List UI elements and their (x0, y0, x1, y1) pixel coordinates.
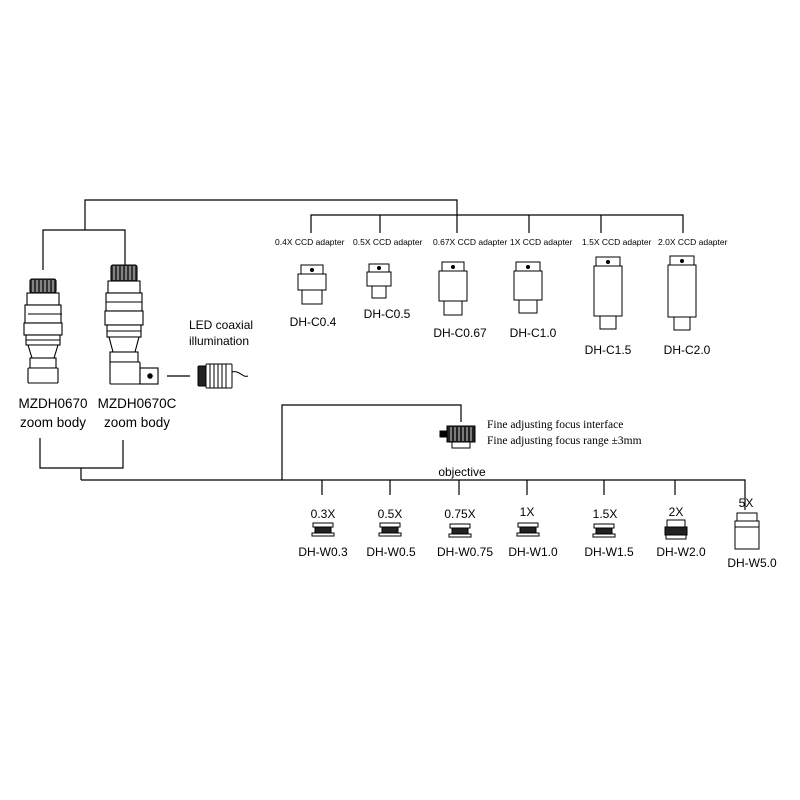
objective-code-1: DH-W0.5 (366, 545, 416, 559)
body-bracket-bottom (39, 438, 124, 469)
objective-0-75 (448, 523, 472, 538)
objective-mag-4: 1.5X (593, 507, 618, 521)
labels: LED coaxial illumination MZDH0670 zoom b… (18, 237, 777, 570)
objective-mag-2: 0.75X (444, 507, 475, 521)
body-left-caption: zoom body (20, 415, 86, 430)
ccd-adapter-1-0 (513, 261, 543, 314)
objective-mag-3: 1X (520, 505, 535, 519)
objective-code-4: DH-W1.5 (584, 545, 634, 559)
ccd-adapter-0-4 (297, 264, 327, 305)
ccd-code-0: DH-C0.4 (290, 315, 337, 329)
body-bracket-top (42, 229, 126, 270)
ccd-adapter-2-0 (667, 255, 697, 331)
objective-mag-5: 2X (669, 505, 684, 519)
objective-5-0 (734, 512, 760, 550)
ccd-adapter-0-67 (438, 261, 468, 316)
focus-interface (439, 425, 476, 449)
ccd-title-4: 1.5X CCD adapter (582, 237, 652, 247)
objective-0-3 (311, 522, 335, 537)
focus-line2: Fine adjusting focus range ±3mm (487, 435, 642, 447)
objective-mag-0: 0.3X (311, 507, 336, 521)
ccd-code-5: DH-C2.0 (664, 343, 711, 357)
objective-1-0 (516, 522, 540, 537)
focus-connector (281, 404, 462, 480)
objective-label: objective (438, 465, 486, 479)
objective-code-0: DH-W0.3 (298, 545, 348, 559)
zoom-body-right (104, 264, 159, 385)
ccd-code-1: DH-C0.5 (364, 307, 411, 321)
adapter-branch-bar (310, 214, 684, 233)
ccd-title-0: 0.4X CCD adapter (275, 237, 345, 247)
top-connector (84, 199, 458, 230)
body-right-model: MZDH0670C (98, 396, 177, 411)
objective-branch-bar (81, 479, 746, 510)
focus-line1: Fine adjusting focus interface (487, 419, 623, 431)
objective-0-5 (378, 522, 402, 537)
ccd-adapter-0-5 (366, 263, 392, 299)
ccd-title-3: 1X CCD adapter (510, 237, 573, 247)
connector-lines (39, 199, 746, 510)
objective-code-3: DH-W1.0 (508, 545, 558, 559)
objective-2-0 (664, 519, 688, 540)
body-right-caption: zoom body (104, 415, 170, 430)
body-left-model: MZDH0670 (18, 396, 87, 411)
ccd-code-2: DH-C0.67 (433, 326, 487, 340)
ccd-code-4: DH-C1.5 (585, 343, 632, 357)
ccd-code-3: DH-C1.0 (510, 326, 557, 340)
zoom-body-left (23, 278, 63, 384)
objective-mag-6: 5X (739, 496, 754, 510)
objective-code-6: DH-W5.0 (727, 556, 777, 570)
led-label-line2: illumination (189, 334, 249, 348)
ccd-adapter-1-5 (593, 256, 623, 330)
objective-code-2: DH-W0.75 (437, 545, 493, 559)
ccd-title-5: 2.0X CCD adapter (658, 237, 728, 247)
objective-mag-1: 0.5X (378, 507, 403, 521)
led-illuminator (197, 363, 249, 389)
ccd-title-1: 0.5X CCD adapter (353, 237, 423, 247)
objective-1-5 (592, 523, 616, 538)
led-label-line1: LED coaxial (189, 318, 253, 332)
ccd-title-2: 0.67X CCD adapter (433, 237, 507, 247)
objective-code-5: DH-W2.0 (656, 545, 706, 559)
